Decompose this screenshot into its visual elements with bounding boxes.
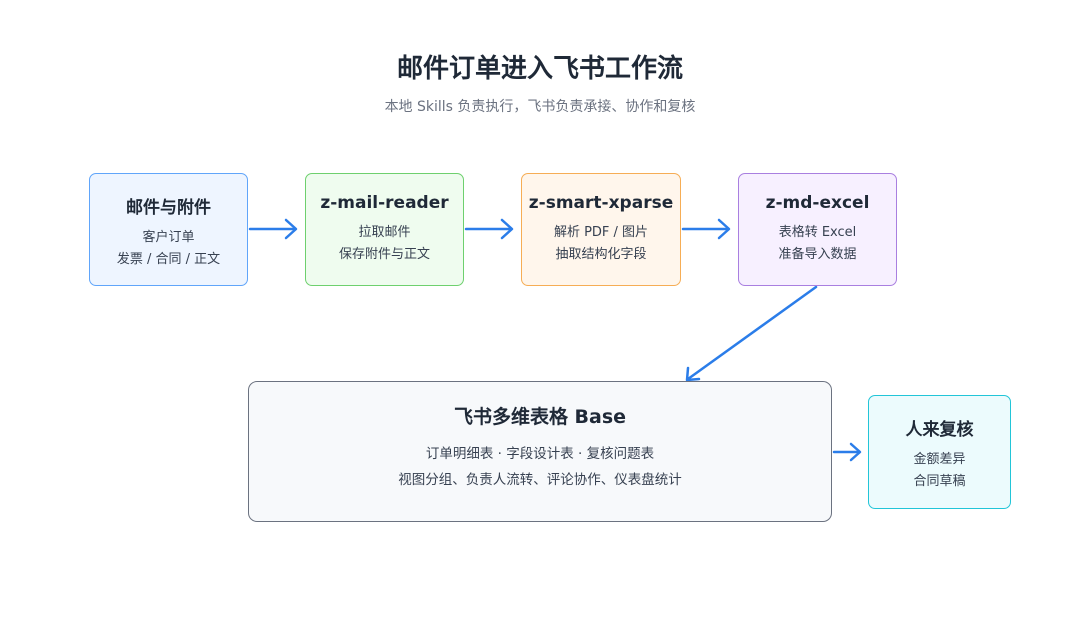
arrow-mail-to-reader xyxy=(248,218,298,240)
node-title: 人来复核 xyxy=(905,420,974,440)
node-line: 视图分组、负责人流转、评论协作、仪表盘统计 xyxy=(398,472,682,488)
arrow-excel-to-base xyxy=(685,285,818,382)
node-title: z-smart-xparse xyxy=(528,193,674,213)
node-title: 邮件与附件 xyxy=(126,198,211,218)
arrow-reader-to-xparse xyxy=(464,218,514,240)
node-line: 拉取邮件 xyxy=(358,225,411,240)
node-line: 订单明细表 · 字段设计表 · 复核问题表 xyxy=(425,446,655,462)
node-human-review: 人来复核 金额差异 合同草稿 xyxy=(868,395,1011,509)
node-line: 发票 / 合同 / 正文 xyxy=(116,252,221,267)
node-title: z-md-excel xyxy=(765,193,870,213)
node-line: 金额差异 xyxy=(913,452,966,467)
node-line: 表格转 Excel xyxy=(778,225,857,240)
node-line: 保存附件与正文 xyxy=(338,247,430,262)
node-smart-xparse: z-smart-xparse 解析 PDF / 图片 抽取结构化字段 xyxy=(521,173,681,286)
node-title: z-mail-reader xyxy=(320,193,449,213)
node-mail-attachments: 邮件与附件 客户订单 发票 / 合同 / 正文 xyxy=(89,173,248,286)
node-line: 客户订单 xyxy=(142,230,195,245)
node-line: 准备导入数据 xyxy=(778,247,857,262)
node-title: 飞书多维表格 Base xyxy=(453,406,627,428)
node-feishu-base: 飞书多维表格 Base 订单明细表 · 字段设计表 · 复核问题表 视图分组、负… xyxy=(248,381,832,522)
diagram-subtitle: 本地 Skills 负责执行，飞书负责承接、协作和复核 xyxy=(384,99,696,115)
node-mail-reader: z-mail-reader 拉取邮件 保存附件与正文 xyxy=(305,173,464,286)
arrow-base-to-review xyxy=(832,442,862,462)
node-line: 解析 PDF / 图片 xyxy=(553,225,649,240)
diagram-title: 邮件订单进入飞书工作流 xyxy=(396,54,683,84)
node-line: 抽取结构化字段 xyxy=(555,247,647,262)
arrow-xparse-to-excel xyxy=(681,218,731,240)
node-md-excel: z-md-excel 表格转 Excel 准备导入数据 xyxy=(738,173,897,286)
node-line: 合同草稿 xyxy=(913,474,966,489)
